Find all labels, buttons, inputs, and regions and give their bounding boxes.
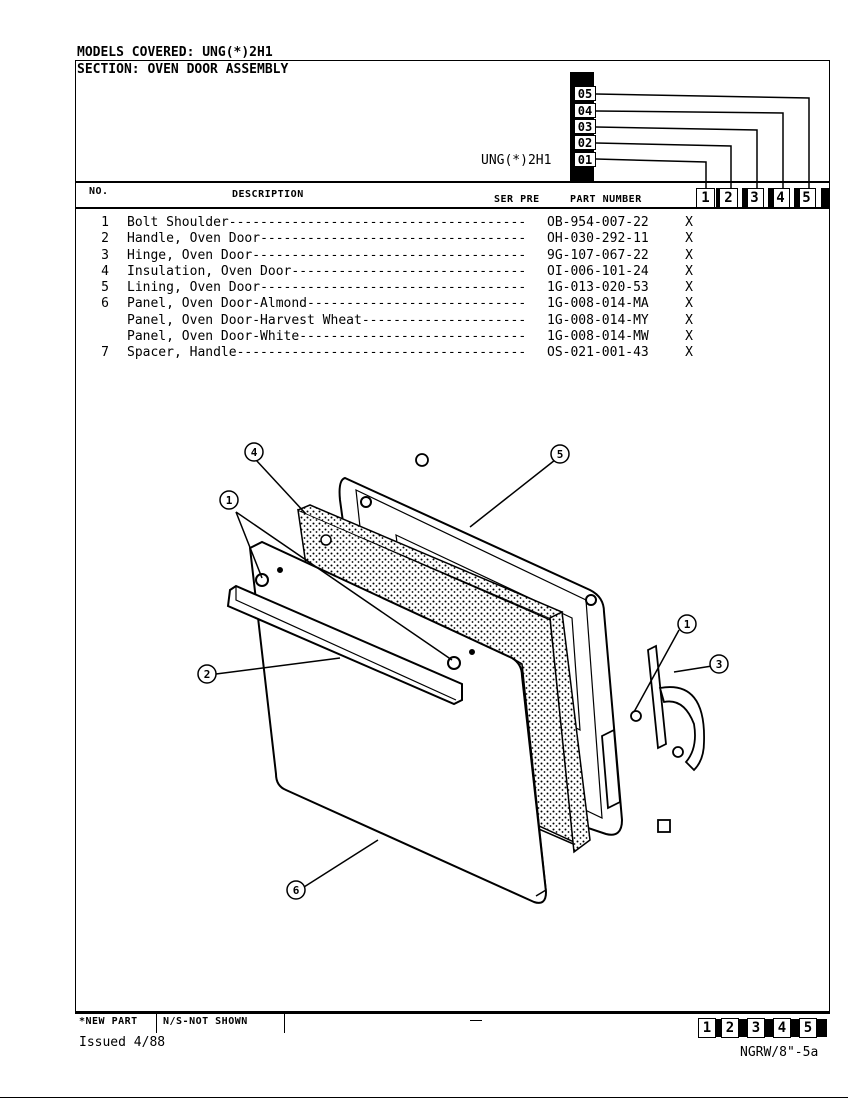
footer-divider	[75, 1012, 830, 1014]
model-col-1: 1	[696, 188, 715, 208]
model-code-02: 02	[574, 135, 596, 150]
new-part-cell: *NEW PART	[77, 1013, 157, 1033]
model-code-04: 04	[574, 103, 596, 118]
col-header-part-number: PART NUMBER	[570, 194, 642, 205]
header-divider-bottom	[75, 207, 830, 209]
document-code: NGRW/8"-5a	[740, 1045, 819, 1060]
part-description: Hinge, Oven Door------------------------…	[127, 247, 527, 263]
part-description: Panel, Oven Door-White------------------…	[127, 329, 527, 345]
part-description: Handle, Oven Door-----------------------…	[127, 231, 527, 247]
part-description: Panel, Oven Door-Almond-----------------…	[127, 296, 527, 312]
part-description: Panel, Oven Door-Harvest Wheat----------…	[127, 312, 527, 328]
new-part-label: *NEW PART	[79, 1016, 138, 1027]
footer-model-col-5: 5	[799, 1018, 817, 1038]
footer-model-col-2: 2	[721, 1018, 739, 1038]
col-header-no: NO.	[89, 186, 109, 197]
not-shown-cell: N/S-NOT SHOWN	[157, 1013, 285, 1033]
model-col-5: 5	[797, 188, 816, 208]
part-description: Bolt Shoulder---------------------------…	[127, 215, 527, 230]
footer-model-col-1: 1	[698, 1018, 716, 1038]
page-bottom-edge	[0, 1097, 848, 1098]
model-code-03: 03	[574, 119, 596, 134]
model-code-01: 01	[574, 152, 596, 167]
col-header-ser-pre: SER PRE	[494, 194, 540, 205]
section-title: SECTION: OVEN DOOR ASSEMBLY	[77, 62, 289, 77]
models-covered: MODELS COVERED: UNG(*)2H1	[77, 45, 273, 60]
part-description: Spacer, Handle--------------------------…	[127, 345, 527, 361]
model-code-05: 05	[574, 86, 596, 101]
part-description: Insulation, Oven Door-------------------…	[127, 263, 527, 279]
col-header-description: DESCRIPTION	[232, 189, 304, 200]
part-row: Panel, Oven Door-Harvest Wheat----------…	[127, 312, 693, 328]
part-row: Panel, Oven Door-White------------------…	[127, 329, 693, 345]
footer-model-col-3: 3	[747, 1018, 765, 1038]
not-shown-label: N/S-NOT SHOWN	[163, 1016, 248, 1027]
footer-model-col-4: 4	[773, 1018, 791, 1038]
model-col-2: 2	[719, 188, 738, 208]
model-col-4: 4	[771, 188, 790, 208]
model-label: UNG(*)2H1	[481, 153, 552, 168]
footer-mark	[470, 1020, 482, 1021]
part-description: Lining, Oven Door-----------------------…	[127, 280, 527, 296]
issued-date: Issued 4/88	[79, 1035, 166, 1050]
model-col-3: 3	[745, 188, 764, 208]
page-frame	[75, 60, 830, 1012]
header-divider-top	[75, 181, 830, 183]
